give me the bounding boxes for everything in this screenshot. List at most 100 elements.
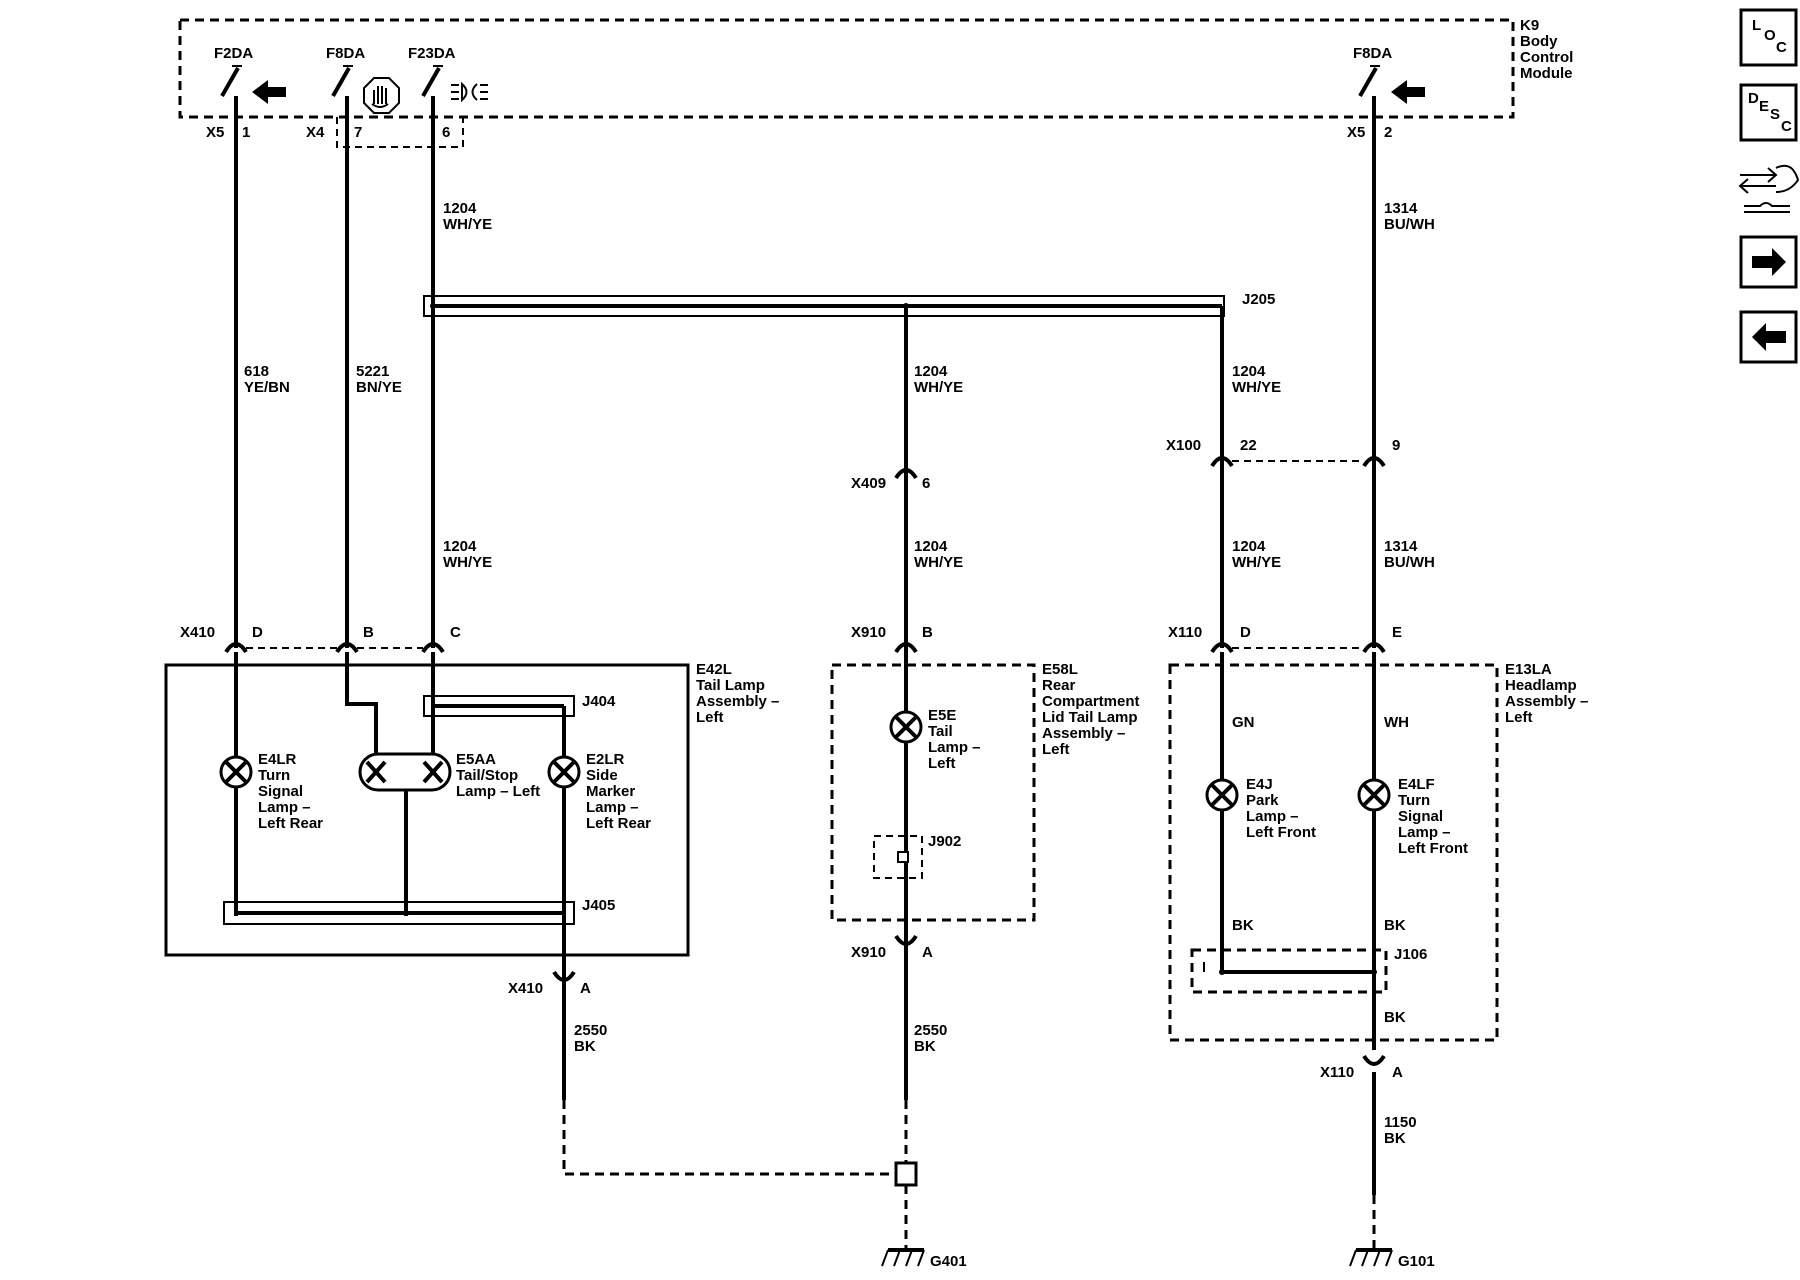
assembly-e42l bbox=[164, 663, 690, 957]
svg-text:Module: Module bbox=[1520, 65, 1573, 82]
svg-text:E13LA: E13LA bbox=[1505, 661, 1552, 678]
svg-text:Signal: Signal bbox=[1398, 808, 1443, 825]
svg-text:Turn: Turn bbox=[1398, 792, 1430, 809]
lamp-e2lr-label: E2LR Side Marker Lamp – Left Rear bbox=[586, 751, 651, 832]
svg-text:E4LR: E4LR bbox=[258, 751, 297, 768]
svg-text:Tail/Stop: Tail/Stop bbox=[456, 767, 518, 784]
svg-text:Lamp –: Lamp – bbox=[1398, 824, 1451, 841]
x4-connector-outline bbox=[336, 117, 464, 148]
switch-f2da bbox=[220, 65, 242, 97]
lamp-e4lf bbox=[1357, 778, 1391, 812]
ground-symbol-g101 bbox=[1349, 1248, 1393, 1267]
svg-text:Signal: Signal bbox=[258, 783, 303, 800]
svg-text:B: B bbox=[363, 624, 374, 641]
svg-text:1204: 1204 bbox=[1232, 363, 1266, 380]
lamp-e2lr bbox=[547, 755, 581, 789]
svg-text:A: A bbox=[1392, 1064, 1403, 1081]
splice-j902 bbox=[873, 835, 923, 879]
ground-g401: G401 bbox=[930, 1253, 967, 1270]
svg-text:Assembly –: Assembly – bbox=[1505, 693, 1588, 710]
svg-text:X110: X110 bbox=[1168, 624, 1202, 641]
splice-j106 bbox=[1190, 948, 1388, 994]
location-button[interactable]: L O C bbox=[1739, 8, 1798, 67]
svg-text:Lamp –: Lamp – bbox=[928, 739, 981, 756]
conn-x4: X4 bbox=[306, 124, 325, 141]
lamp-e5e bbox=[889, 710, 923, 744]
arrow-right-icon bbox=[1752, 248, 1786, 276]
svg-text:X910: X910 bbox=[851, 944, 886, 961]
svg-text:1204: 1204 bbox=[443, 538, 477, 555]
svg-text:Marker: Marker bbox=[586, 783, 635, 800]
svg-text:S: S bbox=[1770, 106, 1780, 123]
svg-text:Lamp –: Lamp – bbox=[586, 799, 639, 816]
svg-text:X409: X409 bbox=[851, 475, 886, 492]
svg-text:X410: X410 bbox=[508, 980, 543, 997]
svg-text:WH/YE: WH/YE bbox=[914, 554, 963, 571]
svg-text:Left Front: Left Front bbox=[1398, 840, 1468, 857]
svg-text:2550: 2550 bbox=[914, 1022, 947, 1039]
connector-x110 bbox=[1210, 642, 1386, 654]
svg-text:WH/YE: WH/YE bbox=[1232, 554, 1281, 571]
svg-text:D: D bbox=[252, 624, 263, 641]
svg-text:E5AA: E5AA bbox=[456, 751, 496, 768]
svg-text:BK: BK bbox=[1384, 917, 1406, 934]
svg-text:C: C bbox=[450, 624, 461, 641]
svg-text:YE/BN: YE/BN bbox=[244, 379, 290, 396]
switch-f8da-right bbox=[1358, 65, 1380, 97]
svg-text:WH/YE: WH/YE bbox=[443, 554, 492, 571]
splice-j404 bbox=[423, 695, 575, 717]
svg-text:Side: Side bbox=[586, 767, 618, 784]
svg-text:Lamp – Left: Lamp – Left bbox=[456, 783, 540, 800]
assembly-e58l-label: E58L Rear Compartment Lid Tail Lamp Asse… bbox=[1042, 661, 1140, 758]
svg-text:Assembly –: Assembly – bbox=[1042, 725, 1125, 742]
connector-end-view-button[interactable] bbox=[1738, 164, 1800, 213]
connector-x910 bbox=[894, 642, 918, 654]
svg-text:J106: J106 bbox=[1394, 946, 1427, 963]
svg-text:1314: 1314 bbox=[1384, 538, 1418, 555]
connector-x410-bottom bbox=[552, 970, 576, 982]
svg-text:Left: Left bbox=[1505, 709, 1533, 726]
conn-x5-right: X5 bbox=[1347, 124, 1365, 141]
ground-symbol-g401 bbox=[881, 1248, 925, 1267]
assembly-e13la bbox=[1168, 663, 1499, 1042]
svg-text:E42L: E42L bbox=[696, 661, 732, 678]
svg-text:6: 6 bbox=[442, 124, 450, 141]
svg-text:Turn: Turn bbox=[258, 767, 290, 784]
connector-x410 bbox=[224, 642, 445, 654]
svg-text:1150: 1150 bbox=[1384, 1114, 1417, 1131]
connector-x100 bbox=[1210, 456, 1386, 468]
svg-text:Tail: Tail bbox=[928, 723, 953, 740]
svg-text:BK: BK bbox=[1384, 1130, 1406, 1147]
previous-page-button[interactable] bbox=[1739, 310, 1798, 364]
svg-text:C: C bbox=[1781, 118, 1792, 135]
svg-text:Park: Park bbox=[1246, 792, 1279, 809]
input-arrow-icon bbox=[252, 80, 286, 104]
svg-text:Left Rear: Left Rear bbox=[258, 815, 323, 832]
switch-f23da bbox=[421, 65, 443, 97]
fuse-f2da: F2DA bbox=[214, 45, 253, 62]
svg-text:A: A bbox=[922, 944, 933, 961]
svg-text:9: 9 bbox=[1392, 437, 1400, 454]
next-page-button[interactable] bbox=[1739, 235, 1798, 289]
svg-text:J404: J404 bbox=[582, 693, 616, 710]
svg-text:Left Front: Left Front bbox=[1246, 824, 1316, 841]
svg-text:WH/YE: WH/YE bbox=[914, 379, 963, 396]
svg-text:6: 6 bbox=[922, 475, 930, 492]
lamp-e4lr bbox=[219, 755, 253, 789]
svg-text:X910: X910 bbox=[851, 624, 886, 641]
svg-text:1204: 1204 bbox=[443, 200, 477, 217]
svg-text:Left: Left bbox=[696, 709, 724, 726]
lamp-e4j-label: E4J Park Lamp – Left Front bbox=[1246, 776, 1316, 841]
svg-text:E: E bbox=[1392, 624, 1402, 641]
svg-text:E2LR: E2LR bbox=[586, 751, 625, 768]
fuse-f23da: F23DA bbox=[408, 45, 456, 62]
description-button[interactable]: D E S C bbox=[1739, 83, 1798, 142]
lamp-e4lf-label: E4LF Turn Signal Lamp – Left Front bbox=[1398, 776, 1468, 857]
svg-text:1204: 1204 bbox=[1232, 538, 1266, 555]
svg-text:GN: GN bbox=[1232, 714, 1255, 731]
svg-text:WH: WH bbox=[1384, 714, 1409, 731]
svg-text:X100: X100 bbox=[1166, 437, 1201, 454]
svg-text:Left: Left bbox=[928, 755, 956, 772]
svg-text:618: 618 bbox=[244, 363, 269, 380]
svg-text:1314: 1314 bbox=[1384, 200, 1418, 217]
